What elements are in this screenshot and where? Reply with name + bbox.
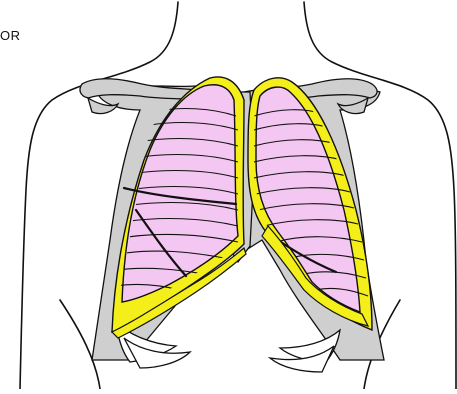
corner-label: OR	[0, 28, 21, 43]
